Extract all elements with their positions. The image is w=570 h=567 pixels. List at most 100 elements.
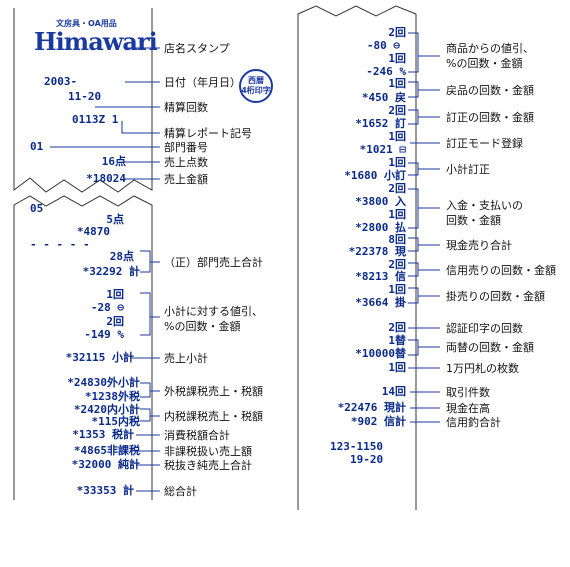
receipt-3-row: -80 ⊖ [366,39,400,52]
receipt-2-row: 5点 [106,213,124,226]
receipt-3-row: 1回 [388,283,406,296]
label-external-tax: 外税課税売上・税額 [164,385,263,398]
receipt-3-row: 2回 [388,258,406,271]
receipt-3-row: *2800 払 [355,221,406,234]
receipt-2-row: *2420内小計 [73,403,140,416]
date-month-day: 11-20 [68,90,102,103]
label-dept-sales-total: （正）部門売上合計 [164,256,263,269]
receipt-3-row: 19-20 [350,453,384,466]
receipt-3-row: *22378 現 [348,245,406,258]
stamp-line-1: 西暦 [248,76,264,85]
label-sales-subtotal: 売上小計 [164,352,208,365]
receipt-2-row: *32000 純計 [71,458,140,471]
label-subtotal-discount: 小計に対する値引、 [164,305,263,318]
label-consumption-tax-total: 消費税額合計 [164,429,230,442]
date-year: 2003- [44,75,78,88]
label-sales-quantity: 売上点数 [164,156,208,169]
store-logo: Himawari [34,27,158,56]
receipt-3-row: 8回 [388,233,406,246]
receipt-3-row: 1回 [388,361,406,374]
receipt-2-row: 2回 [106,315,124,328]
receipt-2-row: 1回 [106,288,124,301]
receipt-3-row: 2回 [388,321,406,334]
label-grand-total: 総合計 [164,485,197,498]
receipt-3-row: *902 信計 [350,415,406,428]
label-corrections: 訂正の回数・金額 [446,111,534,124]
receipt-3-row: *8213 信 [355,270,406,283]
receipt-2-row: *33353 計 [76,484,134,497]
receipt-2-row: - - - - - [30,238,90,251]
receipt-2-row: -149 % [84,328,124,341]
label-credit-sales: 信用売りの回数・金額 [446,264,556,277]
sales-quantity: 16点 [101,155,126,168]
label-non-taxable: 非課税扱い売上額 [164,445,252,458]
label-10000-yen-bills: 1万円札の枚数 [446,362,519,375]
receipt-2-row: 05 [30,202,44,215]
receipt-3-row: 1替 [388,334,406,347]
receipt-3-outline [297,5,417,510]
receipt-2-row: *24830外小計 [67,376,140,389]
receipt-3-row: *450 戻 [361,91,406,104]
label-exchange: 両替の回数・金額 [446,341,534,354]
receipt-3-row: 1回 [388,52,406,65]
receipt-3-row: *3800 入 [355,195,406,208]
receipt-1-outline [13,8,153,193]
department-number: 01 [30,140,44,153]
label-cash-on-hand: 現金在高 [446,402,490,415]
receipt-2-outline [13,195,153,500]
receipt-3-row: 1回 [388,130,406,143]
receipt-3-row: *22476 現計 [337,401,406,414]
label-deposits-payments-2: 回数・金額 [446,214,501,227]
receipt-3-row: 2回 [388,104,406,117]
receipt-3-row: *1652 訂 [355,117,406,130]
label-settlement-count: 精算回数 [164,101,208,114]
label-report-symbol: 精算レポート記号 [164,127,252,140]
label-charge-sales: 掛売りの回数・金額 [446,290,545,303]
label-correction-mode: 訂正モード登録 [446,137,523,150]
label-validation-print-count: 認証印字の回数 [446,322,523,335]
receipt-3-row: 14回 [381,385,406,398]
label-store-stamp: 店名スタンプ [164,42,230,55]
receipt-3-row: *1680 小訂 [344,169,406,182]
receipt-2-row: *32115 小計 [65,351,134,364]
label-deposits-payments: 入金・支払いの [446,199,523,212]
receipt-3-row: 1回 [388,156,406,169]
label-item-discount-2: %の回数・金額 [446,57,523,70]
label-transaction-count: 取引件数 [446,386,490,399]
label-subtotal-discount-2: %の回数・金額 [164,320,241,333]
label-returns: 戻品の回数・金額 [446,84,534,97]
receipt-2-row: 28点 [109,250,134,263]
receipt-2-row: *115内税 [91,415,141,428]
receipt-3-row: 2回 [388,26,406,39]
receipt-2-row: *1238外税 [84,390,140,403]
receipt-3-row: 123-1150 [330,440,383,453]
label-net-sales: 税抜き純売上合計 [164,459,252,472]
receipt-3-row: 2回 [388,182,406,195]
label-internal-tax: 内税課税売上・税額 [164,410,263,423]
label-department-number: 部門番号 [164,141,208,154]
logo-tagline: 文房具・OA用品 [56,19,117,28]
receipt-3-row: -246 % [366,65,406,78]
receipt-2-row: *32292 計 [82,265,140,278]
receipt-2-row: *1353 税計 [72,428,134,441]
receipt-3-row: *10000替 [355,347,406,360]
receipt-3-row: 1回 [388,208,406,221]
receipt-3-row: *3664 掛 [355,296,406,309]
label-sales-amount: 売上金額 [164,173,208,186]
receipt-3-row: 1回 [388,77,406,90]
receipt-2-row: -28 ⊖ [90,301,124,314]
receipt-2-row: *4865非課税 [73,444,140,457]
label-credit-change-total: 信用釣合計 [446,416,501,429]
settlement-count: 0113Z 1 [72,113,119,126]
stamp-line-2: 4桁印字 [241,86,271,95]
western-year-4digit-stamp: 西暦 4桁印字 [239,69,273,103]
receipt-2-row: *4870 [76,225,110,238]
label-cash-sales-total: 現金売り合計 [446,239,512,252]
sales-amount: *18024 [86,172,126,185]
label-date: 日付（年月日） [164,76,241,89]
label-subtotal-correction: 小計訂正 [446,163,490,176]
receipt-3-row: *1021 ⊟ [359,143,406,156]
label-item-discount: 商品からの値引、 [446,42,534,55]
